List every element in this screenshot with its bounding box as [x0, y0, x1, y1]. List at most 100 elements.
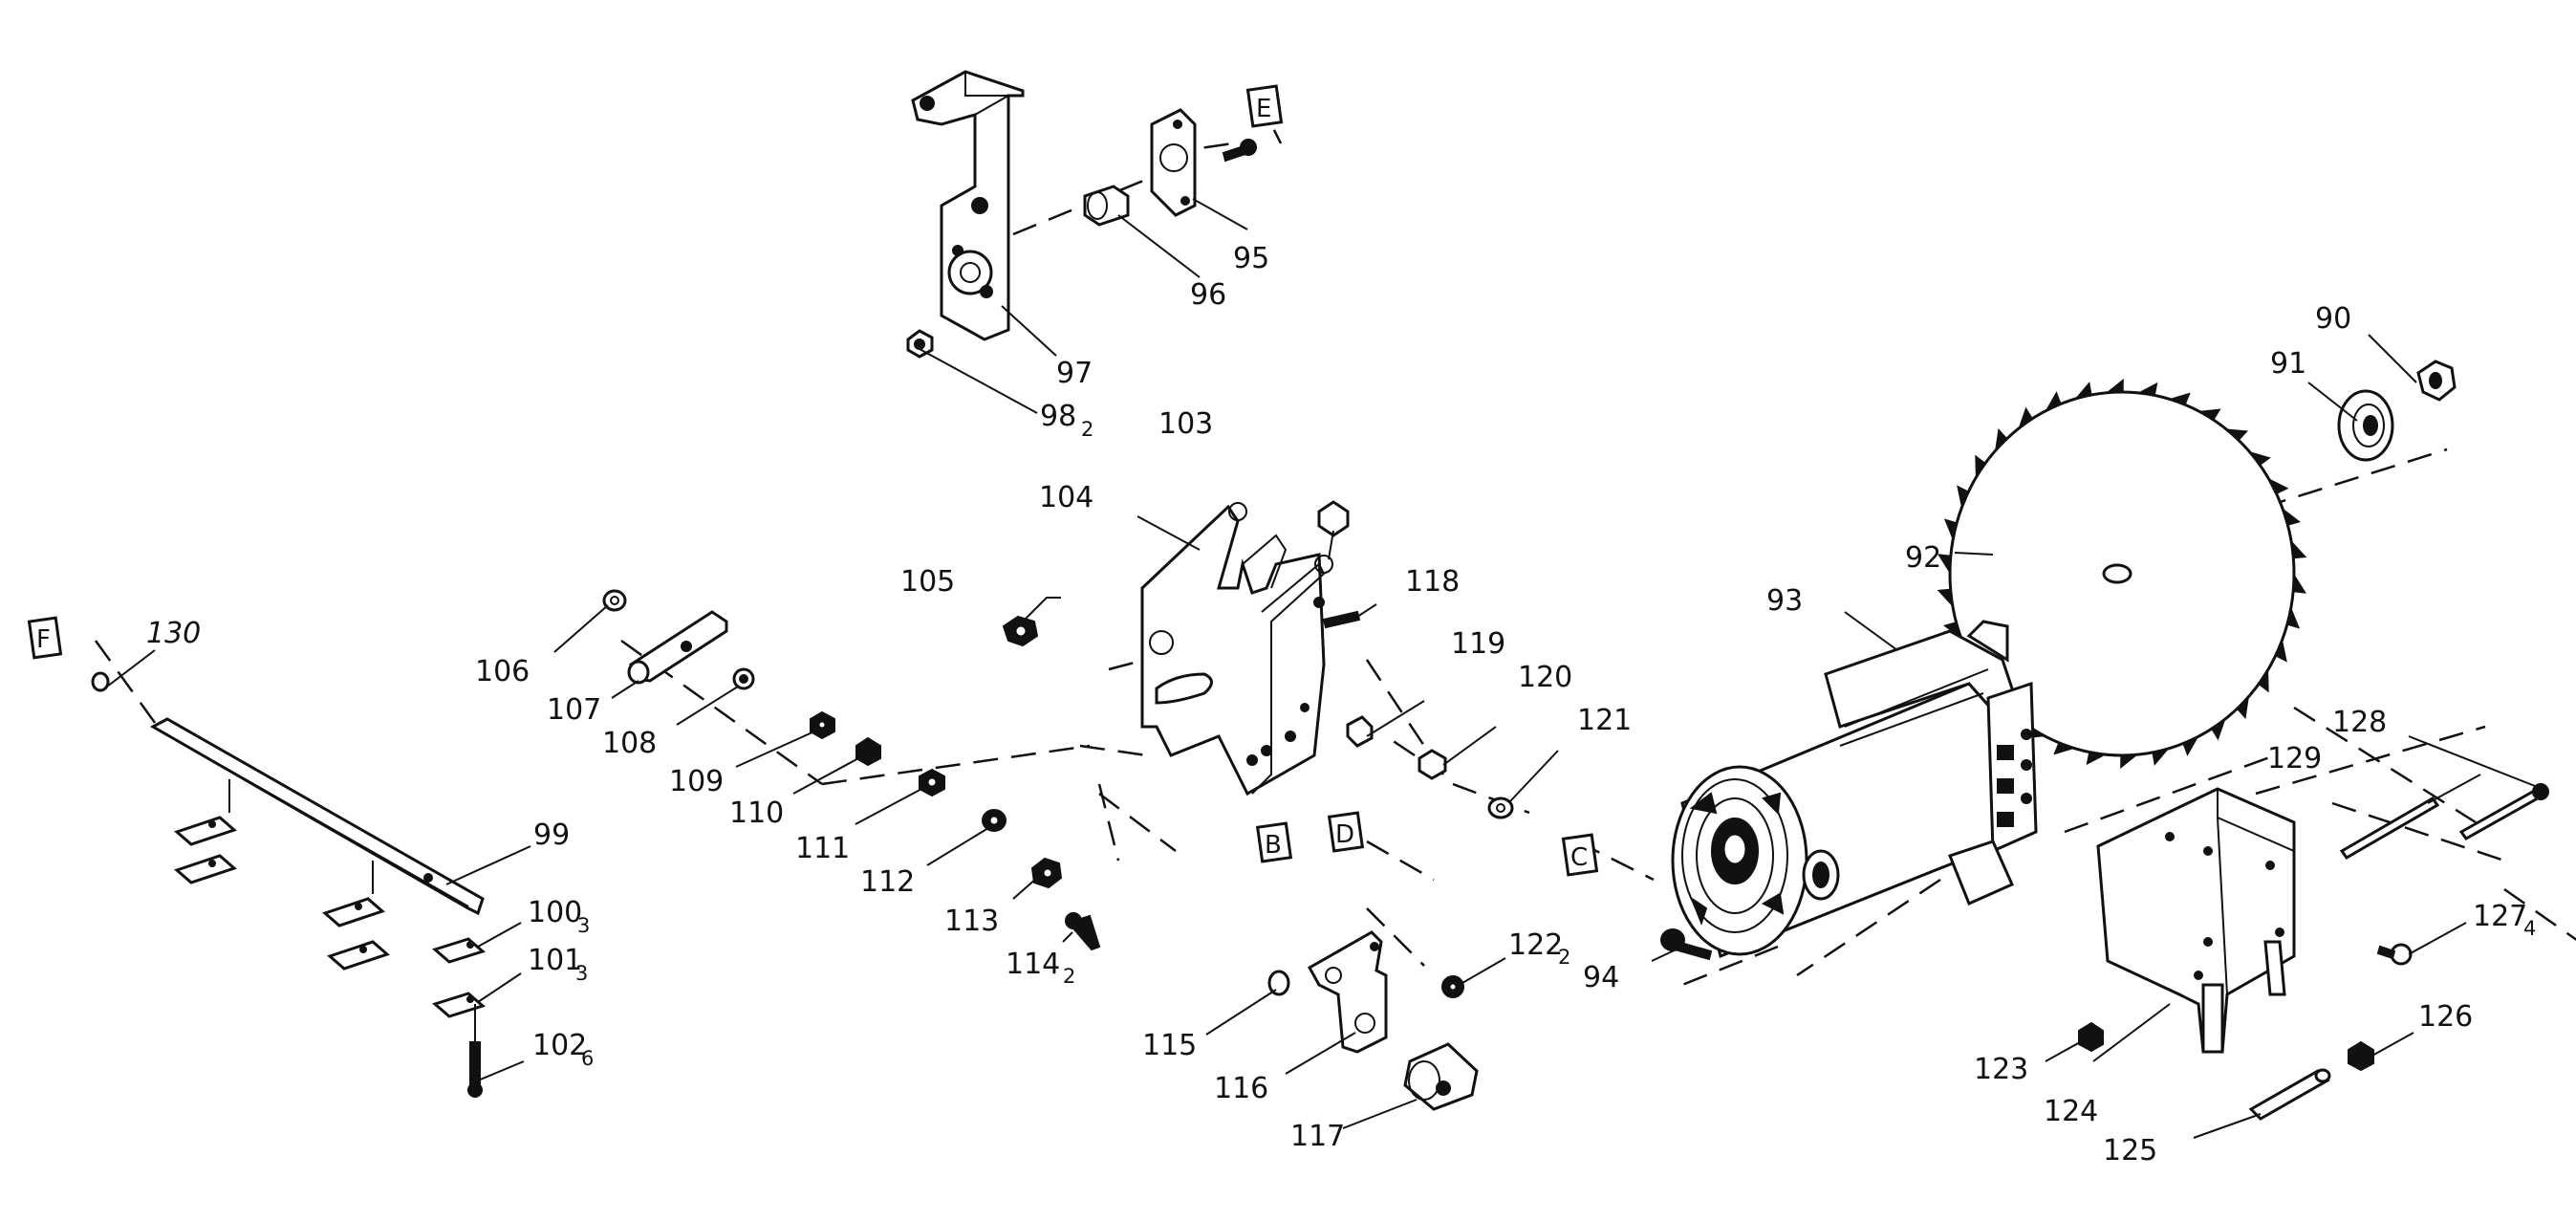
- blade-tooth: [2074, 382, 2092, 400]
- blade-tooth: [2053, 742, 2075, 755]
- label-99: 99: [533, 818, 570, 852]
- bolt-105: [1002, 615, 1039, 647]
- label-90: 90: [2315, 302, 2351, 336]
- nut-103: [1317, 500, 1350, 537]
- leader-lines: [106, 198, 2536, 1139]
- blade-tooth: [2258, 669, 2269, 693]
- rod-99: [149, 717, 485, 916]
- qty-100: 3: [577, 914, 590, 937]
- blade-tooth: [2282, 508, 2302, 526]
- label-117: 117: [1290, 1120, 1345, 1153]
- callout-b: B: [1255, 821, 1293, 863]
- callout-f: F: [27, 616, 63, 660]
- label-97: 97: [1056, 357, 1093, 390]
- label-91: 91: [2270, 347, 2306, 381]
- label-95: 95: [1233, 242, 1269, 275]
- label-115: 115: [1142, 1029, 1197, 1062]
- callout-c: C: [1561, 833, 1599, 877]
- bushing-96: [1083, 185, 1130, 227]
- spacer-119: [1346, 715, 1374, 748]
- blade-tooth: [2106, 379, 2124, 393]
- qty-102: 6: [581, 1047, 594, 1070]
- label-111: 111: [795, 832, 850, 865]
- label-100: 100: [528, 896, 582, 929]
- label-126: 126: [2418, 1000, 2473, 1034]
- blade-tooth: [2275, 639, 2287, 663]
- label-112: 112: [860, 865, 915, 899]
- blade-tooth: [2268, 477, 2289, 494]
- blade-tooth: [1937, 554, 1951, 574]
- blade-tooth: [2018, 406, 2033, 429]
- blade-tooth: [1975, 454, 1986, 478]
- bracket-97: [911, 70, 1025, 341]
- blade-tooth: [2152, 748, 2170, 766]
- brackets-100: [174, 816, 487, 1018]
- label-122: 122: [1508, 928, 1563, 962]
- label-102: 102: [532, 1029, 587, 1062]
- blade-tooth: [1957, 485, 1969, 509]
- label-108: 108: [602, 727, 657, 760]
- qty-114: 2: [1063, 965, 1075, 988]
- knob-117: [1403, 1042, 1479, 1111]
- blade-tooth: [2286, 606, 2301, 629]
- label-120: 120: [1518, 661, 1572, 694]
- plate-116: [1307, 930, 1388, 1054]
- part-labels: 90 91 92 93 94 95 96 97 98 2 99 100 3 10…: [146, 242, 2536, 1167]
- svg-text:E: E: [1256, 95, 1271, 123]
- blade-tooth: [2225, 428, 2249, 441]
- label-123: 123: [1974, 1053, 2028, 1086]
- label-101: 101: [528, 944, 582, 977]
- label-110: 110: [729, 796, 784, 830]
- blade-tooth: [2249, 450, 2271, 466]
- blade-tooth: [1994, 427, 2007, 451]
- pin-125: [2248, 1068, 2331, 1121]
- label-96: 96: [1190, 278, 1226, 312]
- label-118: 118: [1405, 565, 1460, 599]
- label-125: 125: [2103, 1134, 2157, 1167]
- label-113: 113: [944, 905, 999, 938]
- label-93: 93: [1766, 584, 1803, 618]
- svg-text:B: B: [1265, 831, 1282, 860]
- svg-text:F: F: [36, 625, 51, 654]
- qty-127: 4: [2523, 917, 2536, 940]
- blade-tooth: [2198, 408, 2221, 421]
- label-103: 103: [1158, 407, 1213, 441]
- blade-tooth: [2182, 736, 2199, 756]
- blade-tooth: [2293, 574, 2306, 594]
- nut-98: [906, 329, 934, 359]
- label-104: 104: [1039, 481, 1093, 514]
- bolt-113: [1030, 857, 1063, 889]
- qty-98: 2: [1081, 418, 1093, 441]
- label-119: 119: [1451, 627, 1505, 661]
- label-109: 109: [669, 765, 724, 798]
- motor-mount-104: [1140, 502, 1333, 796]
- svg-text:D: D: [1335, 820, 1354, 849]
- shaft-107: [627, 610, 728, 685]
- nut-90: [2416, 360, 2457, 402]
- callout-d: D: [1327, 811, 1365, 853]
- label-124: 124: [2044, 1095, 2098, 1128]
- screw-94: [1660, 928, 1713, 961]
- plate-95: [1150, 108, 1197, 217]
- blade-tooth: [2237, 696, 2250, 720]
- blade-tooth: [2120, 754, 2138, 769]
- label-130: 130: [146, 617, 201, 650]
- blade-tooth: [1937, 588, 1954, 607]
- label-107: 107: [547, 693, 601, 727]
- motor-93: [1671, 620, 2038, 959]
- label-128: 128: [2332, 706, 2387, 739]
- label-121: 121: [1577, 704, 1632, 737]
- label-114: 114: [1006, 948, 1060, 981]
- label-98: 98: [1040, 400, 1076, 433]
- blade-tooth: [2086, 752, 2107, 766]
- label-106: 106: [475, 655, 530, 688]
- label-92: 92: [1905, 541, 1941, 575]
- label-105: 105: [900, 565, 955, 599]
- callout-e: E: [1245, 84, 1284, 128]
- label-116: 116: [1214, 1072, 1268, 1105]
- blade-tooth: [1943, 518, 1958, 541]
- label-94: 94: [1583, 961, 1619, 994]
- label-129: 129: [2267, 742, 2322, 775]
- blade-tooth: [2211, 718, 2226, 741]
